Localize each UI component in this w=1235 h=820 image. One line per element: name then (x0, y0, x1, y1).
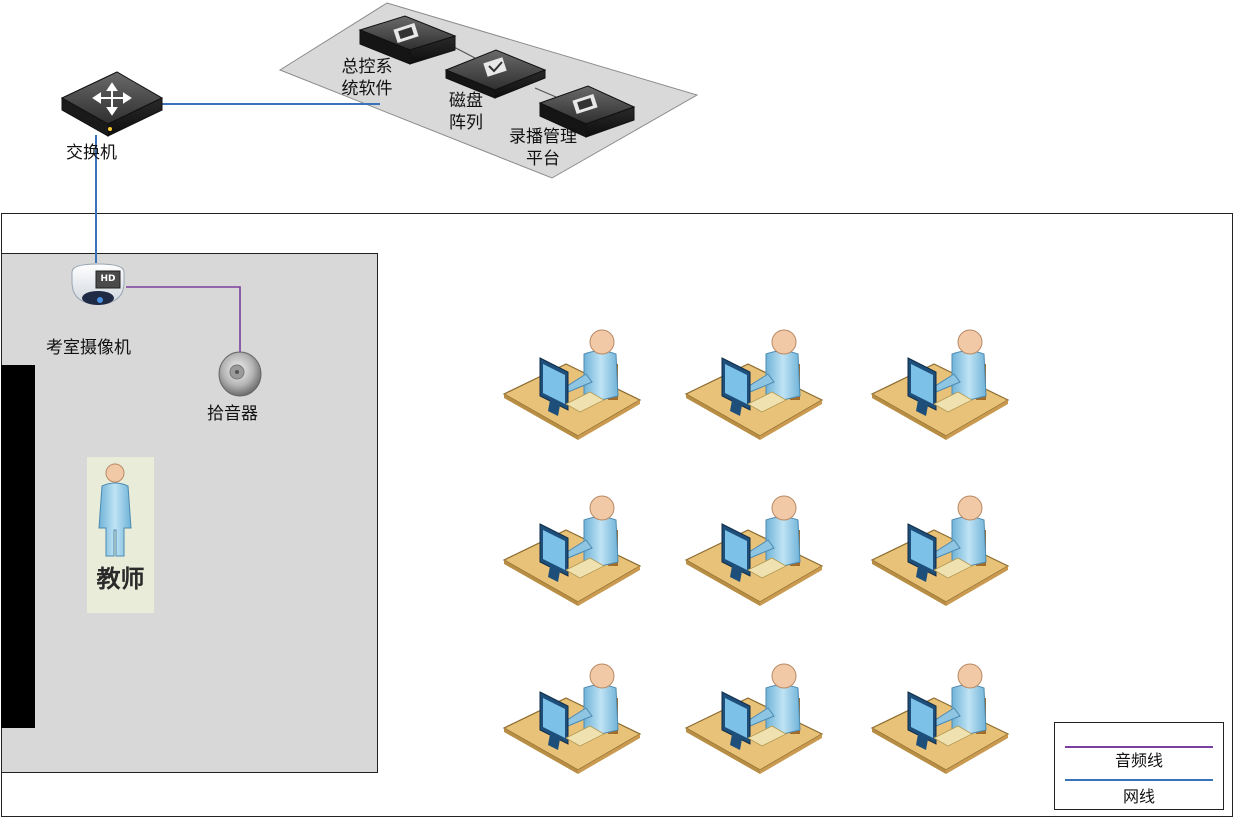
student-workstation-icon (870, 329, 1010, 440)
legend-audio-line-swatch (1065, 746, 1213, 748)
exam-camera-label: 考室摄像机 (46, 338, 131, 358)
microphone-label: 拾音器 (207, 404, 258, 424)
master-control-label: 总控系 统软件 (331, 56, 403, 100)
switch-label: 交换机 (66, 143, 117, 163)
exam-camera-icon (71, 263, 125, 305)
student-workstation-icon (684, 329, 824, 440)
disk-array-label-line1: 磁盘 (449, 91, 483, 111)
student-workstation-icon (684, 495, 824, 606)
legend: 音频线 网线 (1054, 722, 1224, 810)
master-control-label-line1: 总控系 (341, 57, 393, 77)
recording-platform-server-icon (538, 85, 636, 138)
recording-platform-label-line1: 录播管理 (509, 127, 577, 147)
teacher-label: 教师 (96, 565, 145, 593)
microphone-icon (218, 351, 262, 397)
blackboard (1, 365, 35, 728)
master-control-server-icon (358, 15, 457, 65)
student-workstation-icon (684, 663, 824, 774)
student-workstation-icon (502, 495, 642, 606)
disk-array-label-line2: 阵列 (449, 113, 483, 133)
network-cables (95, 103, 380, 263)
legend-network-line-label: 网线 (1122, 787, 1155, 806)
disk-array-label: 磁盘 阵列 (440, 90, 492, 134)
student-workstations (502, 329, 1010, 774)
student-workstation-icon (502, 663, 642, 774)
switch-icon (60, 71, 164, 137)
legend-network-line-swatch (1065, 779, 1213, 781)
legend-audio-line-label: 音频线 (1114, 751, 1163, 770)
camera-hd-badge: HD (100, 274, 116, 284)
recording-platform-label: 录播管理 平台 (496, 126, 590, 170)
student-workstation-icon (870, 495, 1010, 606)
master-control-label-line2: 统软件 (341, 79, 393, 99)
student-workstation-icon (502, 329, 642, 440)
teacher-figure-icon (98, 463, 132, 557)
student-workstation-icon (870, 663, 1010, 774)
audio-cable-camera-to-mic (126, 286, 241, 352)
disk-array-icon (444, 49, 547, 99)
front-area (1, 253, 378, 773)
recording-platform-label-line2: 平台 (526, 149, 560, 169)
